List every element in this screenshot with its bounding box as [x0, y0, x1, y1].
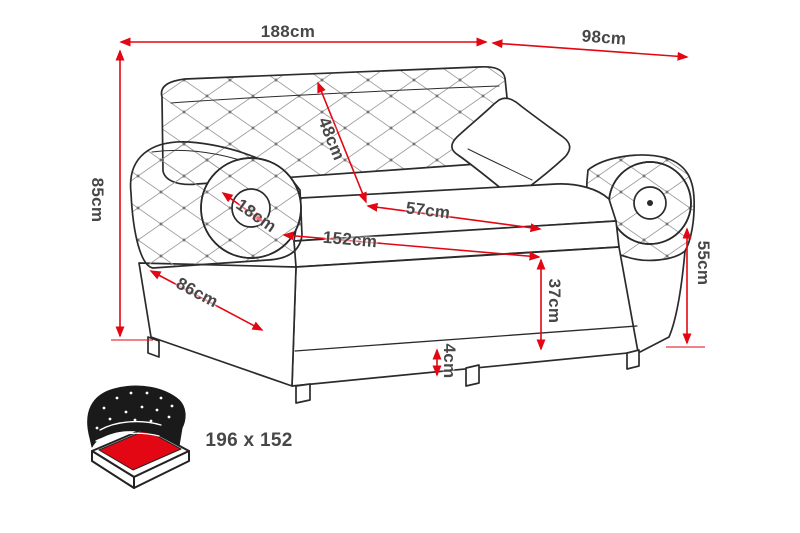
dim-line-backrest-height	[317, 81, 367, 204]
dim-line-overall-depth	[491, 39, 689, 61]
dim-label-overall-depth: 98cm	[581, 26, 627, 49]
bed-frame-seam	[294, 325, 638, 352]
dim-line-seat-width	[282, 231, 541, 261]
foot	[465, 364, 480, 387]
pillow-crease	[467, 148, 533, 181]
dim-label-leg-height: 4cm	[440, 343, 459, 379]
foot	[295, 383, 311, 404]
dim-line-seat-depth	[366, 202, 542, 233]
dimension-lines	[111, 37, 705, 377]
dim-label-seat-height: 37cm	[545, 278, 564, 324]
dim-label-armrest-height: 55cm	[694, 240, 713, 286]
base-left-side	[138, 262, 297, 387]
bed-backrest-dark	[87, 385, 186, 448]
bed-size-label: 196 x 152	[205, 430, 293, 451]
sofa-bed-icon	[87, 385, 190, 489]
dim-line-armrest-width	[221, 192, 264, 222]
dim-label-overall-width: 188cm	[260, 22, 316, 41]
bed-mattress-red	[98, 429, 182, 471]
sofa-illustration	[129, 65, 695, 404]
base-front	[291, 246, 639, 387]
foot	[626, 349, 640, 370]
right-base-side	[639, 250, 686, 353]
star-speckles	[95, 391, 174, 430]
dim-label-overall-height: 85cm	[88, 177, 107, 223]
foot	[147, 336, 160, 358]
dim-line-front-base	[149, 270, 264, 331]
